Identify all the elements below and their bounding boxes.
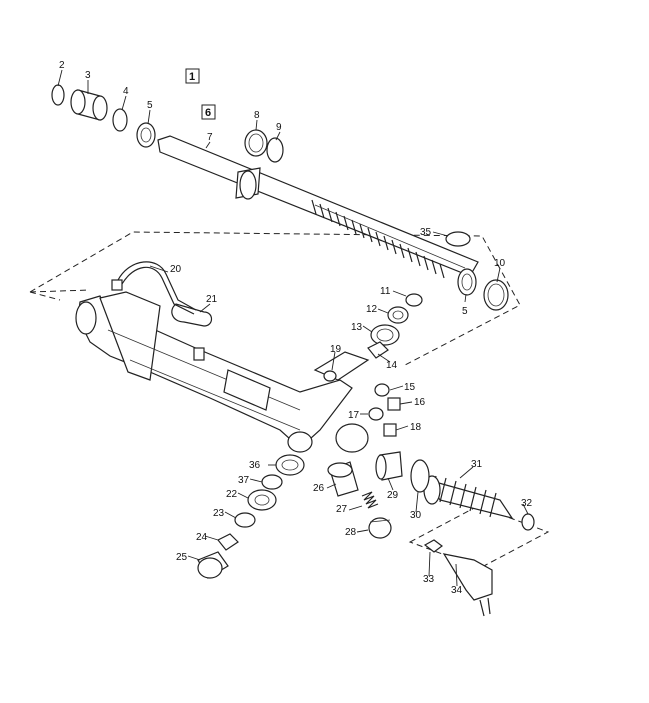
washer-12: [387, 306, 409, 324]
seal-30: [410, 459, 430, 493]
snap-ring-35: [445, 231, 471, 247]
part-label: 5: [462, 306, 468, 317]
part-label: 32: [521, 498, 533, 509]
seal-5-upper: [136, 122, 156, 148]
part-label: 27: [336, 504, 348, 515]
part-label: 21: [206, 294, 218, 305]
fitting-17: [368, 407, 384, 421]
seal-8: [244, 129, 268, 157]
bushing-3: [70, 89, 108, 121]
seal-ring-10: [483, 279, 509, 311]
boxed-label-6: 6: [201, 104, 216, 120]
part-label: 14: [386, 360, 398, 371]
part-label: 18: [410, 422, 422, 433]
spring-27: [361, 491, 379, 509]
plug-28: [368, 517, 392, 539]
part-label: 30: [410, 510, 422, 521]
fitting-18: [383, 423, 397, 437]
part-label: 22: [226, 489, 238, 500]
fitting-16: [387, 397, 401, 411]
part-label: 5: [147, 100, 153, 111]
part-label: 35: [420, 227, 432, 238]
nut-33: [423, 539, 443, 553]
part-label: 25: [176, 552, 188, 563]
assembly-boundary: [29, 231, 521, 366]
boxed-label-6-text: 6: [205, 107, 211, 119]
plunger-26: [327, 461, 359, 497]
oring-9: [266, 137, 284, 163]
part-label: 8: [254, 110, 260, 121]
rack-end-seal: [457, 268, 477, 296]
part-label: 4: [123, 86, 129, 97]
part-label: 11: [380, 286, 391, 297]
part-label: 28: [345, 527, 357, 538]
part-label: 20: [170, 264, 182, 275]
leader-lines: [57, 69, 529, 587]
nut-14: [367, 341, 389, 359]
bearing-22: [247, 489, 277, 511]
part-label: 7: [207, 132, 213, 143]
cap-25: [197, 551, 229, 579]
steering-housing: [75, 291, 370, 453]
part-label: 3: [85, 70, 91, 81]
rack-shaft: [157, 135, 479, 277]
part-label: 37: [238, 475, 250, 486]
part-label: 34: [451, 585, 463, 596]
part-label: 17: [348, 410, 360, 421]
part-label: 24: [196, 532, 208, 543]
part-label: 9: [276, 122, 282, 133]
part-label: 2: [59, 60, 65, 71]
part-label: 33: [423, 574, 435, 585]
part-label: 19: [330, 344, 342, 355]
fluid-pipe-20: [111, 261, 197, 315]
ring-4: [112, 108, 128, 132]
ring-37: [261, 474, 283, 490]
part-labels: 2 3 4 5 7 8 9 35 10 5 11 12 13 14 19 20 …: [59, 60, 533, 596]
clip-21: [171, 303, 213, 361]
part-label: 26: [313, 483, 325, 494]
part-label: 23: [213, 508, 225, 519]
rack-teeth: [311, 199, 445, 279]
part-label: 16: [414, 397, 426, 408]
ring-11: [405, 293, 423, 307]
part-label: 13: [351, 322, 363, 333]
part-label: 10: [494, 258, 506, 269]
fitting-15: [374, 383, 390, 397]
circlip-2: [51, 84, 65, 106]
bearing-13: [370, 324, 400, 346]
part-label: 31: [471, 459, 483, 470]
bush-29: [375, 451, 403, 481]
part-label: 12: [366, 304, 378, 315]
boxed-label-1-text: 1: [189, 71, 195, 83]
boxed-label-1: 1: [185, 68, 200, 84]
part-label: 29: [387, 490, 399, 501]
clamp-32: [521, 513, 535, 531]
ring-36: [275, 454, 305, 476]
ring-23: [234, 512, 256, 528]
part-label: 36: [249, 460, 261, 471]
nut-24: [217, 533, 239, 551]
part-label: 15: [404, 382, 416, 393]
